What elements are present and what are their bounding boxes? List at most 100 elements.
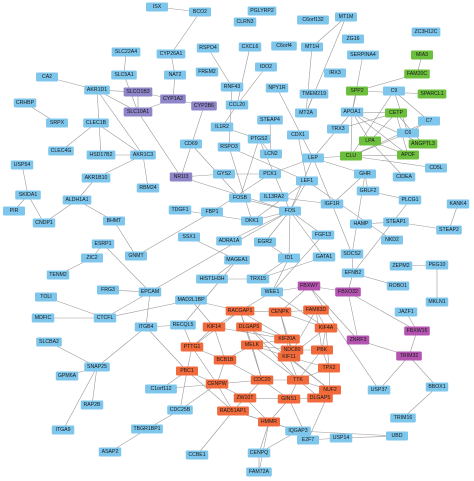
node-snap25: SNAP25 — [84, 362, 110, 372]
node-label: AKR1B10 — [85, 175, 108, 181]
node-box — [176, 366, 198, 376]
node-fbxw16: FBXW16 — [404, 326, 430, 336]
node-label: SERPINA4 — [350, 52, 376, 58]
node-label: RSPO3 — [220, 144, 238, 150]
node-zc3h12c: ZC3H12C — [411, 27, 441, 37]
node-label: IL1R2 — [215, 124, 229, 130]
node-box — [202, 322, 226, 332]
node-hamp: HAMP — [350, 219, 372, 229]
node-rspo4: RSPO4 — [196, 43, 220, 53]
node-rspo3: RSPO3 — [217, 142, 241, 152]
node-akr1c3: AKR1C3 — [130, 150, 156, 160]
node-box — [210, 122, 234, 132]
node-box — [55, 371, 79, 381]
edge-APOA1-CLU — [350, 111, 353, 157]
node-label: C1orf112 — [151, 386, 172, 392]
edge-LEF1-FOS — [289, 180, 308, 212]
edge-C7-CLU — [350, 120, 430, 157]
node-usp54: USP54 — [10, 160, 34, 170]
node-box — [111, 47, 141, 57]
node-spp2: SPP2 — [346, 86, 368, 96]
node-label: TRIM32 — [400, 353, 419, 359]
node-label: PIR — [10, 208, 19, 214]
node-steap4: STEAP4 — [257, 115, 283, 125]
edge-RSPO4-RNF43 — [207, 47, 233, 88]
node-lcn2: LCN2 — [260, 149, 282, 159]
node-box — [346, 86, 368, 96]
node-label: MELK — [245, 342, 260, 348]
node-box — [213, 355, 237, 365]
node-box — [274, 334, 300, 344]
edge-CLEC1B-CLEC4G — [60, 122, 97, 152]
node-label: HMMR — [261, 419, 277, 425]
node-mt2a: MT2A — [295, 108, 317, 118]
node-label: MT1H — [305, 44, 319, 50]
node-box — [411, 50, 433, 60]
node-box — [103, 216, 125, 226]
node-label: RSPO4 — [199, 45, 217, 51]
node-box — [62, 195, 92, 205]
node-rnf43: RNF43 — [220, 82, 244, 92]
node-label: FGF13 — [315, 232, 331, 238]
node-box — [156, 49, 186, 59]
node-label: GHR — [359, 171, 371, 177]
node-box — [303, 305, 329, 315]
node-box — [36, 337, 62, 347]
node-fosb: FOSB — [229, 193, 251, 203]
node-box — [335, 12, 357, 22]
node-label: STEAP1 — [386, 219, 406, 225]
node-label: JAZF1 — [398, 309, 413, 315]
node-label: KANK4 — [449, 201, 466, 207]
node-box — [285, 426, 311, 436]
node-box — [340, 107, 364, 117]
node-box — [217, 142, 241, 152]
node-cd5l: CD5L — [425, 163, 447, 173]
node-ca2: CA2 — [36, 72, 58, 82]
node-box — [386, 431, 408, 441]
edge-IGF1R-GHR — [331, 173, 366, 205]
node-label: NR1I3 — [174, 174, 189, 180]
node-box — [404, 326, 430, 336]
node-label: IDO2 — [260, 64, 272, 70]
node-label: PBC1 — [180, 368, 194, 374]
edge-MT1H-MT2A — [305, 46, 313, 114]
node-cetp: CETP — [385, 108, 407, 118]
node-box — [392, 172, 416, 182]
edge-ITGA9-SNAP25 — [62, 366, 98, 431]
node-c7: C7 — [418, 116, 440, 126]
node-box — [191, 101, 217, 111]
node-fbxo32: FBXO32 — [335, 287, 361, 297]
node-label: FREM2 — [198, 69, 216, 75]
node-box — [425, 163, 447, 173]
edge-C9-CLU — [350, 90, 395, 157]
node-label: ITGB4 — [139, 324, 154, 330]
node-rap2b: RAP2B — [80, 400, 104, 410]
edge-CENPQ-HMMR — [258, 421, 270, 454]
node-box — [246, 467, 272, 477]
node-box — [123, 87, 153, 97]
node-box — [10, 160, 34, 170]
node-gnmt: GNMT — [125, 251, 147, 261]
node-box — [398, 195, 422, 205]
edge-SERPINA4-APOA1 — [351, 54, 364, 113]
node-cyp1a2: CYP1A2 — [160, 94, 186, 104]
node-label: CRHBP — [16, 100, 35, 106]
edge-BHMT-GNMT — [113, 220, 137, 257]
node-usp14: USP14 — [329, 433, 353, 443]
node-label: CYP1A2 — [163, 96, 183, 102]
node-box — [268, 307, 292, 317]
edge-STEAP4-LCN2 — [269, 119, 272, 155]
node-box — [408, 139, 438, 149]
node-box — [446, 199, 470, 209]
node-bhmt: BHMT — [103, 216, 125, 226]
node-label: ZNRF3 — [350, 337, 367, 343]
node-label: IL13RA2 — [264, 194, 284, 200]
node-clec1b: CLEC1B — [83, 118, 109, 128]
node-box — [247, 448, 271, 458]
node-label: TBGR1BP1 — [133, 426, 160, 432]
node-label: MDFIC — [35, 315, 52, 321]
node-socs2: SOCS2 — [340, 249, 364, 259]
node-label: CA2 — [42, 74, 52, 80]
edge-MT1M-MT1H — [311, 16, 347, 48]
